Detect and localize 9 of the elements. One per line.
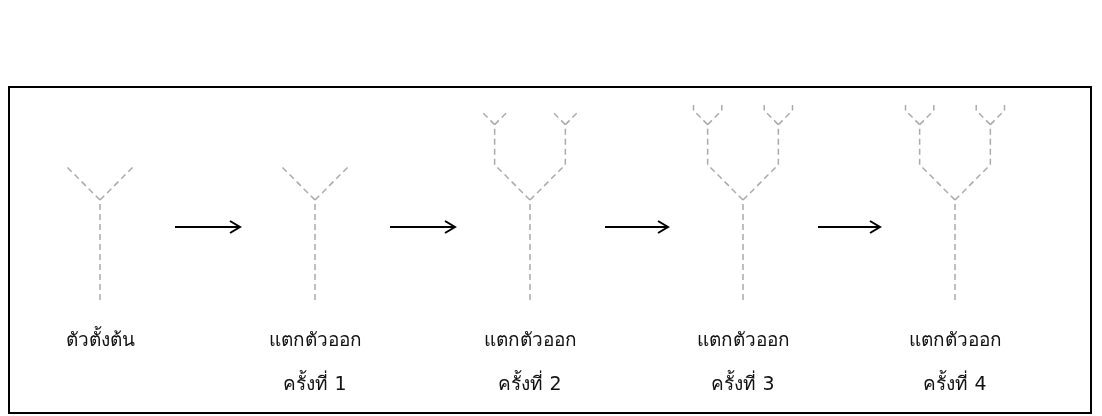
arrow xyxy=(817,220,881,234)
arrow xyxy=(389,220,456,234)
stage-caption: แตกตัวออก ครั้งที่ 1 xyxy=(267,327,363,396)
arrow xyxy=(604,220,669,234)
stage-caption: แตกตัวออก ครั้งที่ 4 xyxy=(907,327,1003,396)
stage-caption: ตัวตั้งต้น xyxy=(64,325,136,352)
stage-caption: แตกตัวออก ครั้งที่ 3 xyxy=(695,327,791,396)
stage-caption: แตกตัวออก ครั้งที่ 2 xyxy=(482,327,578,396)
arrow xyxy=(174,220,241,234)
